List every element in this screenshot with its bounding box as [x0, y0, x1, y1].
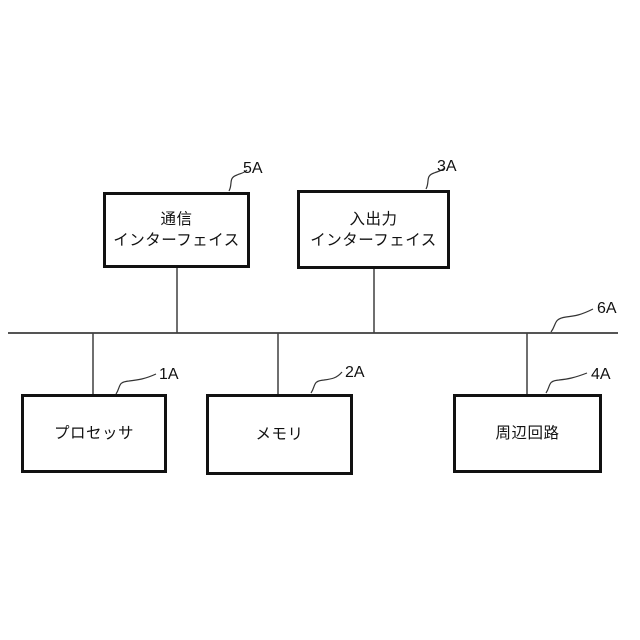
ref-label-memory: 2A: [345, 364, 365, 381]
ref-label-peripheral-circuit: 4A: [591, 366, 611, 383]
ref-label-bus: 6A: [597, 300, 617, 317]
leader-line-4A: [545, 372, 588, 394]
leader-line-1A: [115, 373, 157, 395]
leader-line-6A: [550, 308, 594, 333]
block-label-line: 周辺回路: [495, 425, 560, 442]
block-label-line: メモリ: [255, 426, 304, 443]
block-label-line: プロセッサ: [53, 425, 134, 442]
leader-line-3A: [425, 167, 446, 190]
block-communication-interface: 通信 インターフェイス: [103, 192, 250, 268]
block-label-line: 入出力: [349, 210, 398, 228]
block-io-interface: 入出力 インターフェイス: [297, 190, 450, 269]
block-processor: プロセッサ: [21, 394, 167, 473]
block-peripheral-circuit: 周辺回路: [453, 394, 602, 473]
block-label-line: インターフェイス: [113, 232, 240, 249]
ref-label-processor: 1A: [159, 366, 179, 383]
block-label-line: 通信: [160, 211, 193, 228]
leader-line-5A: [228, 169, 248, 192]
ref-label-communication-interface: 5A: [243, 160, 263, 177]
ref-label-io-interface: 3A: [437, 158, 457, 175]
block-label-line: インターフェイス: [310, 231, 437, 249]
block-memory: メモリ: [206, 394, 353, 475]
leader-line-2A: [310, 371, 343, 394]
